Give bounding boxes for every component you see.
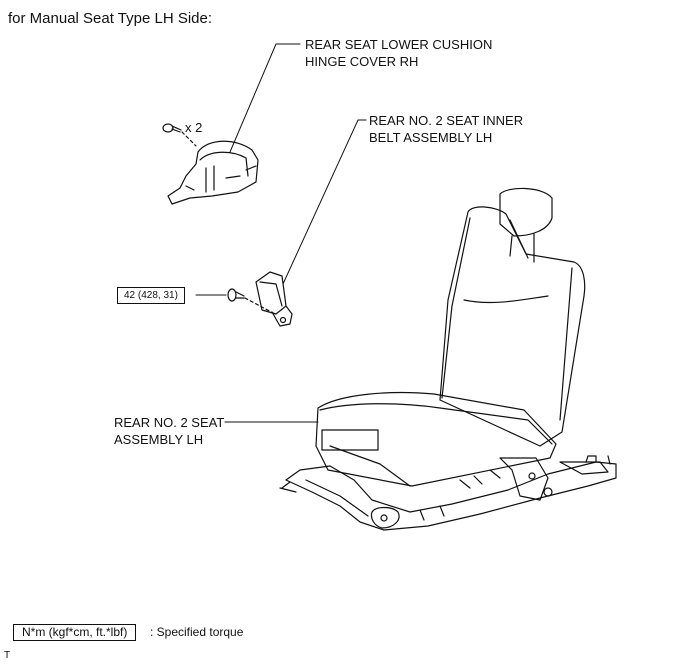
label-seat-assembly-line1: REAR NO. 2 SEAT	[114, 415, 225, 430]
bolt-quantity-label: x 2	[185, 120, 203, 135]
belt-bolt-icon	[227, 288, 276, 315]
corner-mark: T	[4, 650, 11, 661]
legend-description: : Specified torque	[150, 625, 244, 639]
bolt-icon	[162, 123, 197, 147]
seat-assembly-part	[279, 187, 617, 531]
leader-lines	[195, 43, 367, 423]
leader-inner-belt	[282, 119, 367, 285]
label-hinge-cover-line1: REAR SEAT LOWER CUSHION	[305, 37, 493, 52]
label-seat-assembly: REAR NO. 2 SEAT ASSEMBLY LH	[114, 414, 224, 448]
seat-belt-buckle-part	[255, 271, 293, 327]
hinge-cover-part	[167, 140, 259, 205]
label-hinge-cover: REAR SEAT LOWER CUSHION HINGE COVER RH	[305, 36, 492, 70]
label-seat-assembly-line2: ASSEMBLY LH	[114, 432, 204, 447]
cushion-pocket	[321, 429, 379, 451]
diagram-title: for Manual Seat Type LH Side:	[8, 10, 213, 27]
torque-spec-box: 42 (428, 31)	[117, 287, 185, 304]
label-inner-belt: REAR NO. 2 SEAT INNER BELT ASSEMBLY LH	[369, 112, 523, 146]
label-inner-belt-line1: REAR NO. 2 SEAT INNER	[369, 113, 524, 128]
leader-hinge-cover	[229, 43, 301, 153]
label-inner-belt-line2: BELT ASSEMBLY LH	[369, 130, 493, 145]
label-hinge-cover-line2: HINGE COVER RH	[305, 54, 419, 69]
legend-torque-box: N*m (kgf*cm, ft.*lbf)	[13, 624, 137, 641]
